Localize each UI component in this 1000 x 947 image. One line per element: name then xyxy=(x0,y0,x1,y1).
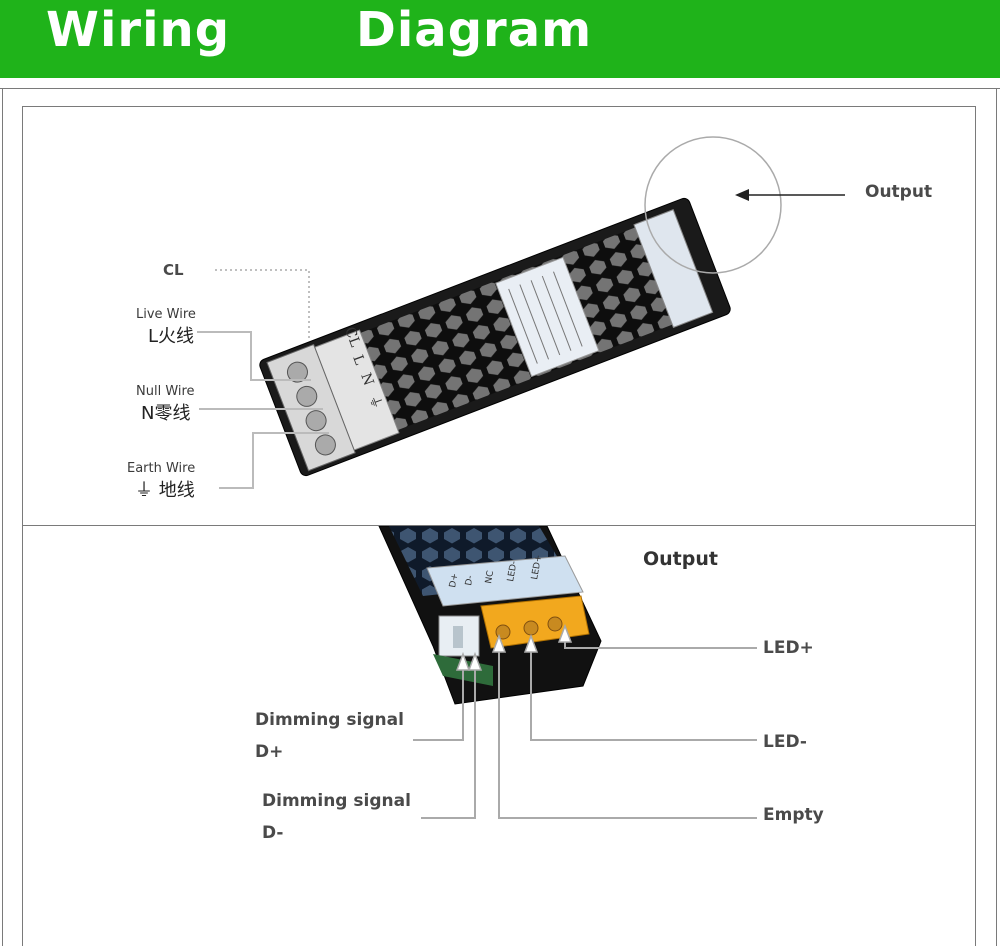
psu-output-illustration: D+ D- NC LED- LED+ xyxy=(378,526,757,819)
dim-minus-line1: Dimming signal xyxy=(262,791,411,811)
cl-label: CL xyxy=(163,261,184,279)
cl-leader xyxy=(215,269,310,339)
top-panel: CL L N ⏚ Output CL Live Wire L火线 Null Wi… xyxy=(22,106,976,526)
dim-plus-line1: Dimming signal xyxy=(255,710,404,730)
svg-text:D+: D+ xyxy=(448,573,460,589)
earth-wire-en: Earth Wire xyxy=(127,461,196,476)
led-plus-label: LED+ xyxy=(763,638,814,658)
output-label-top: Output xyxy=(865,182,933,202)
null-wire-cn: N零线 xyxy=(141,403,191,424)
dim-plus-line2: D+ xyxy=(255,742,284,762)
live-wire-label: Live Wire L火线 xyxy=(136,307,196,348)
dim-minus-line2: D- xyxy=(262,823,284,843)
frame-left-line xyxy=(2,88,3,946)
header-title-diagram: Diagram xyxy=(356,2,593,58)
dim-minus-leader xyxy=(421,660,476,819)
plate-text-cl: CL xyxy=(341,325,363,349)
live-wire-en: Live Wire xyxy=(136,307,196,322)
live-wire-cn: L火线 xyxy=(148,326,195,347)
dim-plus-leader xyxy=(413,660,464,741)
led-minus-label: LED- xyxy=(763,732,807,752)
svg-text:NC: NC xyxy=(484,570,496,585)
svg-text:LED+: LED+ xyxy=(530,554,544,581)
svg-text:D-: D- xyxy=(464,575,476,587)
led-minus-leader xyxy=(530,642,757,741)
earth-wire-cn: ⏚ 地线 xyxy=(135,480,195,501)
svg-text:LED-: LED- xyxy=(506,560,519,582)
output-arrow-head xyxy=(735,189,749,201)
header-banner: Wiring Diagram xyxy=(0,0,1000,78)
plate-text-earth: ⏚ xyxy=(365,393,385,412)
psu-top-illustration: CL L N ⏚ xyxy=(197,136,845,489)
null-wire-en: Null Wire xyxy=(136,384,195,399)
earth-leader xyxy=(219,432,329,489)
null-wire-label: Null Wire N零线 xyxy=(136,384,195,425)
empty-label: Empty xyxy=(763,805,824,825)
earth-wire-label: Earth Wire ⏚ 地线 xyxy=(127,461,195,502)
frame-right-line xyxy=(996,88,997,946)
zoom-circle xyxy=(644,136,782,274)
frame-top-line xyxy=(0,88,1000,89)
header-title-wiring: Wiring xyxy=(46,2,231,58)
output-title-bottom: Output xyxy=(643,548,718,570)
bottom-panel: D+ D- NC LED- LED+ Output LED+ LED- Empt… xyxy=(22,525,976,946)
empty-leader xyxy=(498,642,757,819)
plate-text-n: N xyxy=(357,371,376,388)
live-leader xyxy=(197,331,311,381)
